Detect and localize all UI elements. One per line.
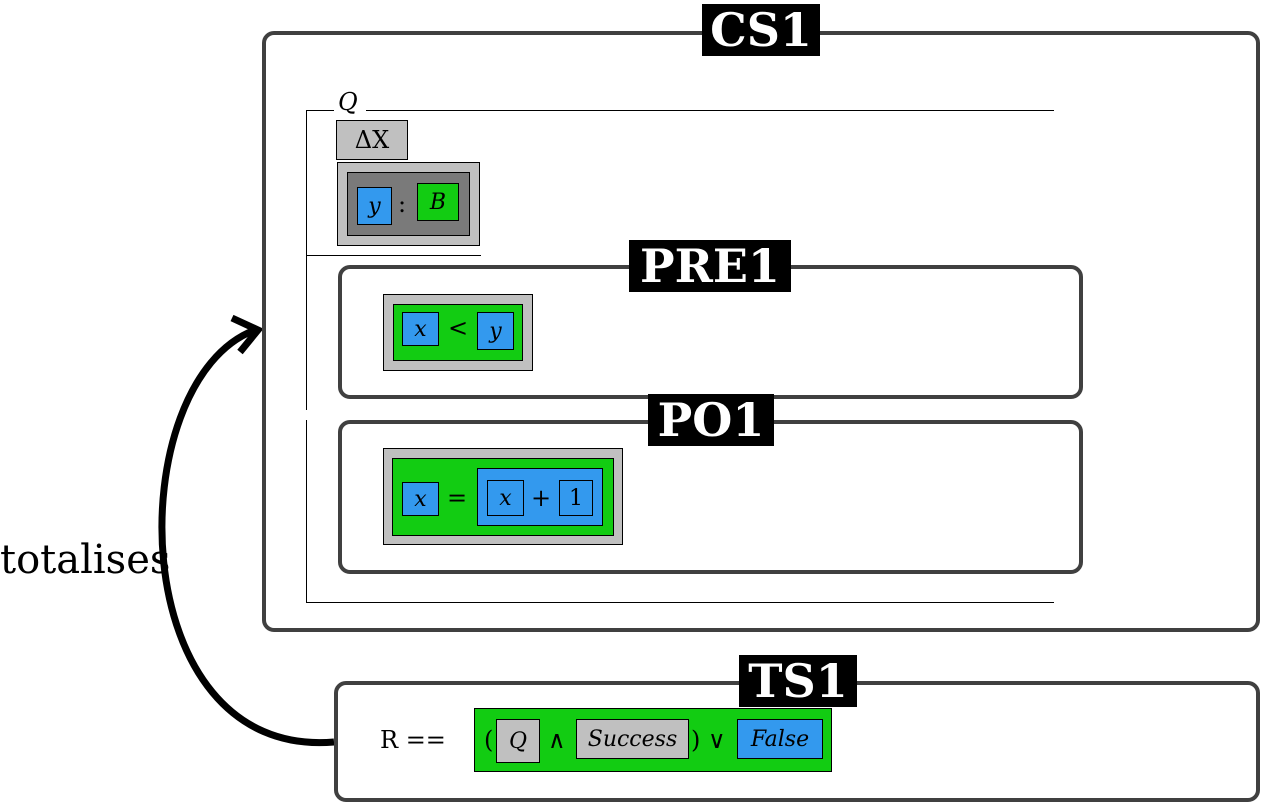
ts1-title: TS1 (739, 655, 857, 707)
schema-top-line (366, 110, 1054, 111)
decl-var: y (357, 187, 392, 225)
po-eq: = (447, 484, 468, 512)
ts-lparen: ( (484, 726, 494, 754)
decl-colon: : (398, 190, 407, 218)
schema-left-line-bottom (306, 420, 307, 603)
ts-rparen: ) (691, 726, 701, 754)
pre-lhs: x (402, 312, 439, 346)
pre-rhs: y (477, 312, 514, 350)
schema-divider (306, 255, 481, 256)
ts-false: False (737, 719, 823, 759)
po-plus: + (531, 484, 552, 512)
ts-success: Success (576, 719, 689, 759)
delta-x-box: ΔX (336, 120, 408, 160)
ts-and: ∧ (548, 726, 566, 754)
arrow-label: totalises (0, 537, 171, 583)
schema-bottom-line (306, 602, 1054, 603)
po-rhs-b: 1 (559, 480, 593, 516)
po-rhs-a: x (487, 480, 524, 516)
schema-left-line-top (306, 110, 307, 410)
po1-title: PO1 (648, 394, 774, 446)
cs1-title: CS1 (702, 4, 820, 56)
pre-op: < (448, 314, 469, 342)
po-lhs: x (402, 482, 439, 516)
pre1-title: PRE1 (629, 240, 791, 292)
decl-type: B (417, 183, 459, 221)
ts-prefix: R == (380, 726, 446, 754)
schema-name: Q (338, 88, 358, 116)
ts-q: Q (496, 719, 540, 763)
schema-top-line-left (306, 110, 334, 111)
ts-or: ∨ (708, 726, 726, 754)
